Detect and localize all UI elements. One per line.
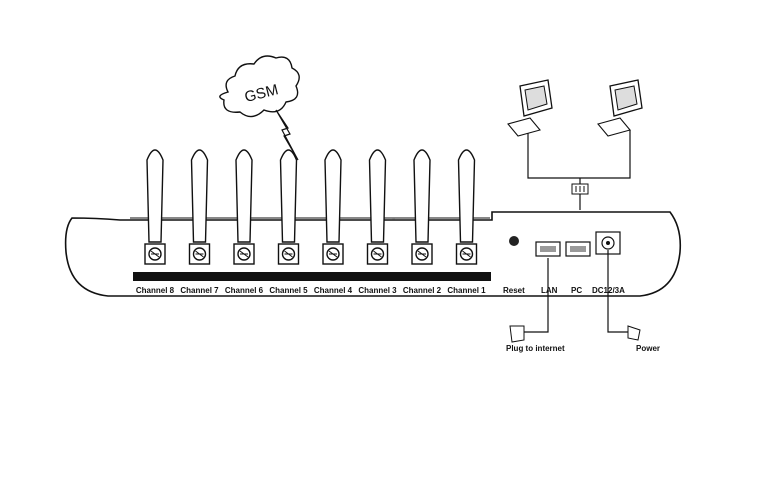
antenna-icon (144, 149, 166, 265)
channel-label: Channel 6 (225, 286, 264, 295)
computer-icon (597, 79, 643, 137)
signal-bolt-icon (275, 109, 299, 161)
antenna-icon (188, 149, 211, 265)
port-panel: Reset LAN PC DC12/3A (503, 231, 625, 295)
antenna-icon (233, 149, 255, 265)
computer-icon (507, 79, 553, 137)
channel-label: Channel 2 (403, 286, 442, 295)
antenna-icon (411, 149, 433, 265)
channel-label: Channel 7 (180, 286, 219, 295)
antenna-icon (277, 149, 300, 265)
ethernet-plug-icon (509, 325, 525, 343)
antenna-icon (322, 149, 344, 265)
lan-port-inner (540, 246, 556, 252)
internet-note: Plug to internet (506, 344, 565, 353)
pc-port-inner (570, 246, 586, 252)
pc-label: PC (571, 286, 582, 295)
channel-label: Channel 5 (269, 286, 308, 295)
internet-cable: Plug to internet (506, 258, 565, 353)
channel-strip (133, 272, 491, 281)
lan-label: LAN (541, 286, 558, 295)
antenna-array (144, 149, 478, 265)
channel-label: Channel 3 (358, 286, 397, 295)
power-plug-icon (627, 325, 641, 341)
reset-label: Reset (503, 286, 525, 295)
gsm-cloud: GSM (219, 55, 300, 118)
power-jack-pin (606, 241, 610, 245)
power-note: Power (636, 344, 660, 353)
channel-label: Channel 8 (136, 286, 175, 295)
reset-button[interactable] (509, 236, 519, 246)
pc-network (507, 79, 643, 210)
channel-label-bar: Channel 8 Channel 7 Channel 6 Channel 5 Chan… (133, 272, 491, 295)
power-cable: Power (607, 250, 660, 353)
channel-label: Channel 4 (314, 286, 353, 295)
channel-label: Channel 1 (447, 286, 486, 295)
antenna-icon (366, 149, 389, 265)
antenna-icon (455, 149, 478, 265)
